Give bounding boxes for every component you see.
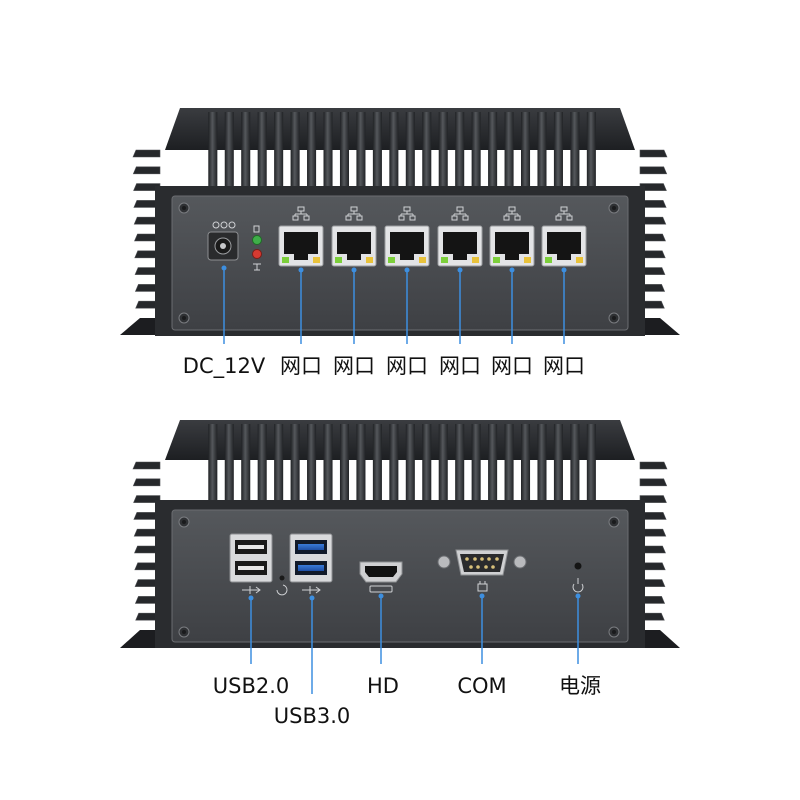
lan-port — [278, 225, 324, 267]
reset-button — [276, 575, 288, 596]
dc-power-jack — [207, 221, 239, 261]
label-hd: HD — [367, 674, 399, 698]
heatsink-fin — [553, 424, 563, 504]
heatsink-fin — [307, 424, 317, 504]
heatsink-fin — [521, 424, 531, 504]
usb2-ports — [229, 533, 273, 594]
heatsink-fin — [438, 112, 448, 190]
leader-dot — [575, 593, 581, 599]
heatsink-fin — [537, 112, 547, 190]
heatsink-fin — [553, 112, 563, 190]
label-power: 电源 — [559, 674, 601, 698]
heatsink-fin — [339, 112, 350, 190]
label-lan-port-6: 网口 — [543, 354, 585, 378]
lan-port — [541, 225, 587, 267]
rear-view-unit — [120, 420, 680, 648]
label-lan-port-1: 网口 — [280, 354, 322, 378]
front-view-unit — [120, 108, 680, 336]
heatsink-fin — [389, 424, 399, 504]
side-rib — [132, 166, 161, 175]
com-serial-port — [437, 549, 527, 592]
lan-port — [331, 225, 377, 267]
leader-dot — [378, 593, 384, 599]
heatsink-fin — [438, 424, 448, 504]
heatsink-fin — [356, 424, 366, 504]
heatsink-fin — [471, 424, 481, 504]
heatsink-fin — [339, 424, 350, 504]
heatsink-fin — [455, 112, 465, 190]
label-com: COM — [457, 674, 507, 698]
heatsink-fin — [488, 112, 498, 190]
heatsink-fin — [257, 424, 267, 504]
heatsink-fin — [224, 112, 234, 190]
leader-dot — [221, 265, 227, 271]
side-rib — [639, 166, 668, 175]
label-lan-port-4: 网口 — [439, 354, 481, 378]
heatsink-fin — [405, 424, 415, 504]
heatsink-fin — [356, 112, 366, 190]
heatsink-fin — [570, 112, 580, 190]
heatsink-fin — [208, 424, 218, 504]
side-rib — [639, 478, 668, 487]
heatsink-fin — [290, 112, 300, 190]
leader-dot — [404, 267, 410, 273]
heatsink-fin — [372, 112, 382, 190]
label-lan-port-3: 网口 — [386, 354, 428, 378]
heatsink-fin — [570, 424, 580, 504]
side-rib — [132, 478, 161, 487]
label-lan-port-5: 网口 — [491, 354, 533, 378]
heatsink-fin — [504, 424, 514, 504]
side-rib — [639, 149, 668, 158]
lan-port — [384, 225, 430, 267]
label-usb3: USB3.0 — [273, 704, 351, 728]
status-leds — [252, 225, 262, 271]
leader-dot — [309, 595, 315, 601]
heatsink-fin — [372, 424, 382, 504]
heatsink-fin — [405, 112, 415, 190]
heatsink-fin — [422, 112, 432, 190]
heatsink-fin — [586, 112, 596, 190]
leader-dot — [457, 267, 463, 273]
leader-dot — [479, 593, 485, 599]
label-lan-port-2: 网口 — [333, 354, 375, 378]
heatsink-fin — [241, 424, 251, 504]
leader-dot — [298, 267, 304, 273]
power-button — [572, 562, 584, 593]
leader-dot — [351, 267, 357, 273]
heatsink-fin — [241, 112, 251, 190]
heatsink-fin — [389, 112, 399, 190]
heatsink-fin — [274, 424, 284, 504]
heatsink-fin — [323, 112, 333, 190]
heatsink-fin — [537, 424, 547, 504]
leader-dot — [509, 267, 515, 273]
bottom-leader-lines — [248, 593, 581, 694]
heatsink-fin — [504, 112, 514, 190]
heatsink-fin — [307, 112, 317, 190]
side-rib — [639, 461, 668, 470]
heatsink-fin — [488, 424, 498, 504]
hdmi-port — [359, 561, 403, 593]
leader-dot — [561, 267, 567, 273]
lan-port — [489, 225, 535, 267]
lan-port — [437, 225, 483, 267]
leader-dot — [248, 595, 254, 601]
label-usb2: USB2.0 — [212, 674, 290, 698]
heatsink-fin — [323, 424, 333, 504]
heatsink-fin — [455, 424, 465, 504]
heatsink-fin — [224, 424, 234, 504]
heatsink-fin — [257, 112, 267, 190]
heatsink-fin — [586, 424, 596, 504]
usb3-ports — [289, 533, 333, 594]
label-dc-12v: DC_12V — [182, 354, 266, 378]
heatsink-fin — [471, 112, 481, 190]
side-rib — [132, 461, 161, 470]
heatsink-fin — [422, 424, 432, 504]
heatsink-fin — [521, 112, 531, 190]
heatsink-fin — [208, 112, 218, 190]
top-leader-lines — [221, 265, 567, 344]
heatsink-fin — [290, 424, 300, 504]
heatsink-fin — [274, 112, 284, 190]
side-rib — [132, 149, 161, 158]
